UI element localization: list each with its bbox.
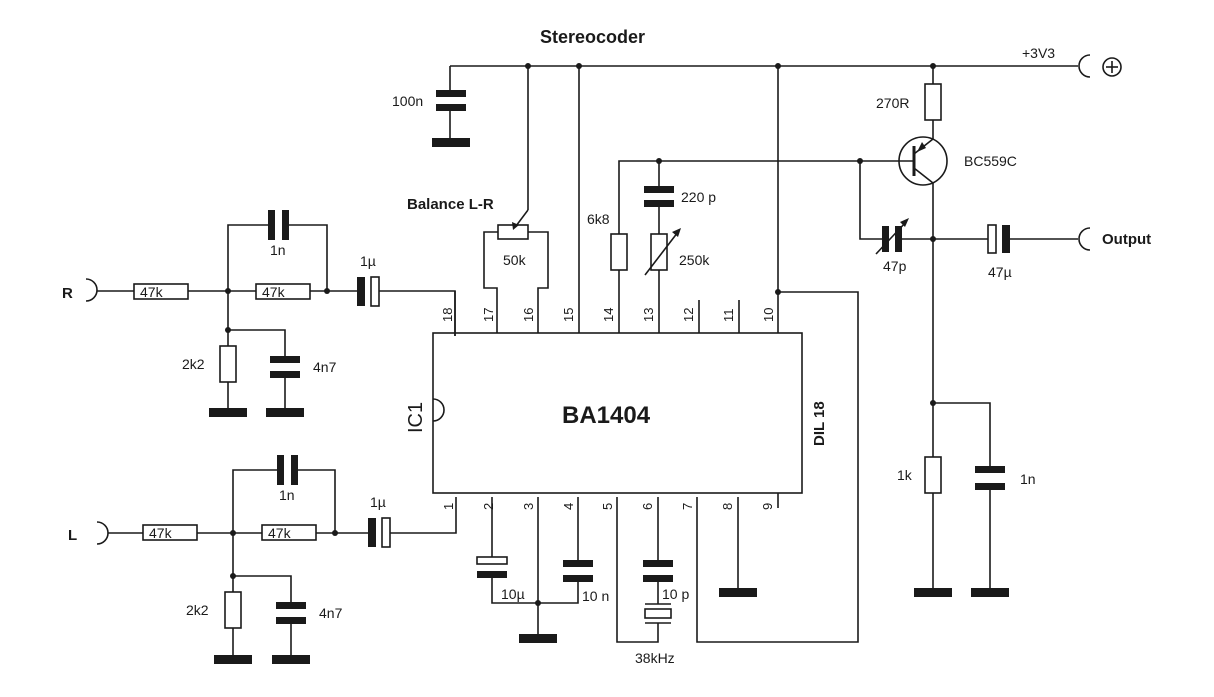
pin8-ground xyxy=(719,497,757,597)
ground-icon xyxy=(272,655,310,664)
pin-number: 17 xyxy=(481,308,496,322)
ground-icon xyxy=(214,655,252,664)
right-r-shunt-label: 2k2 xyxy=(182,356,205,372)
crystal-38khz xyxy=(616,497,673,643)
pilot-resistor-label: 6k8 xyxy=(587,211,610,227)
title: Stereocoder xyxy=(540,27,645,47)
capacitor-100n-label: 100n xyxy=(392,93,423,109)
pin-number: 10 xyxy=(761,308,776,322)
capacitor-pin6-label: 10 p xyxy=(662,586,689,602)
ground-icon xyxy=(971,588,1009,597)
left-c-bridge-label: 1n xyxy=(279,487,295,503)
right-c-bridge-label: 1n xyxy=(270,242,286,258)
pin-number: 14 xyxy=(601,308,616,322)
right-input-label: R xyxy=(62,285,73,302)
pin-number: 3 xyxy=(521,503,536,510)
capacitor-47u xyxy=(933,224,1091,254)
transistor-label: BC559C xyxy=(964,153,1017,169)
ground-icon xyxy=(209,408,247,417)
ground-icon xyxy=(519,634,557,643)
pin-number: 12 xyxy=(681,308,696,322)
right-c-coupling-label: 1µ xyxy=(360,253,376,269)
bottom-pin-numbers: 1 2 3 4 5 6 7 8 9 xyxy=(441,503,775,510)
ground-icon xyxy=(266,408,304,417)
balance-potentiometer xyxy=(483,66,549,336)
right-r2-label: 47k xyxy=(262,284,286,300)
pilot-network xyxy=(610,158,860,336)
ic-part-label: BA1404 xyxy=(562,402,651,429)
left-r-shunt-label: 2k2 xyxy=(186,602,209,618)
ic-ba1404 xyxy=(432,332,803,494)
balance-value-label: 50k xyxy=(503,252,527,268)
pin-number: 11 xyxy=(721,309,736,323)
left-input-label: L xyxy=(68,527,77,544)
pin-number: 5 xyxy=(600,503,615,510)
left-c-coupling-label: 1µ xyxy=(370,494,386,510)
pin-number: 15 xyxy=(561,308,576,322)
supply-voltage-label: +3V3 xyxy=(1022,45,1055,61)
ground-icon xyxy=(432,138,470,147)
output-label: Output xyxy=(1102,231,1151,248)
right-c-shunt-label: 4n7 xyxy=(313,359,337,375)
capacitor-1n-collector-label: 1n xyxy=(1020,471,1036,487)
pin-number: 9 xyxy=(760,503,775,510)
crystal-label: 38kHz xyxy=(635,650,675,666)
resistor-1k-label: 1k xyxy=(897,467,913,483)
top-pin-numbers: 18 17 16 15 14 13 12 11 10 xyxy=(440,308,776,322)
trimmer-capacitor-label: 47p xyxy=(883,258,907,274)
ground-icon xyxy=(914,588,952,597)
ic-package-label: DIL 18 xyxy=(811,401,828,446)
resistor-270r-label: 270R xyxy=(876,95,909,111)
trimmer-capacitor-47p xyxy=(859,161,933,255)
pin-number: 6 xyxy=(640,503,655,510)
pin3-ground xyxy=(519,497,557,643)
capacitor-pin4-label: 10 n xyxy=(582,588,609,604)
pin-number: 18 xyxy=(440,308,455,322)
pin-number: 7 xyxy=(680,503,695,510)
right-input-network xyxy=(85,210,456,417)
ic-designator-label: IC1 xyxy=(405,402,427,433)
left-r2-label: 47k xyxy=(268,525,292,541)
pilot-capacitor-label: 220 p xyxy=(681,189,716,205)
pin-number: 4 xyxy=(561,503,576,510)
left-c-shunt-label: 4n7 xyxy=(319,605,343,621)
capacitor-pin2-label: 10µ xyxy=(501,586,525,602)
left-input-network xyxy=(96,455,457,664)
pin-number: 8 xyxy=(720,503,735,510)
resistor-270r xyxy=(924,66,942,139)
resistor-1k xyxy=(914,456,952,597)
pin-number: 1 xyxy=(441,503,456,510)
pilot-trimmer-label: 250k xyxy=(679,252,710,268)
left-r1-label: 47k xyxy=(149,525,173,541)
balance-label: Balance L-R xyxy=(407,196,494,213)
capacitor-1n-collector xyxy=(933,402,1009,597)
pin-number: 16 xyxy=(521,308,536,322)
supply-rail xyxy=(450,54,1091,78)
transistor-bc559c xyxy=(860,136,948,186)
pin-number: 2 xyxy=(481,503,496,510)
capacitor-pin4-10n xyxy=(563,497,593,590)
capacitor-100n xyxy=(432,66,470,147)
capacitor-47u-label: 47µ xyxy=(988,264,1012,280)
capacitor-pin2-10u xyxy=(476,497,579,604)
right-r1-label: 47k xyxy=(140,284,164,300)
ground-icon xyxy=(719,588,757,597)
wire-pin10-pin7 xyxy=(696,291,859,643)
plus-terminal-icon xyxy=(1102,57,1122,77)
pin-number: 13 xyxy=(641,308,656,322)
